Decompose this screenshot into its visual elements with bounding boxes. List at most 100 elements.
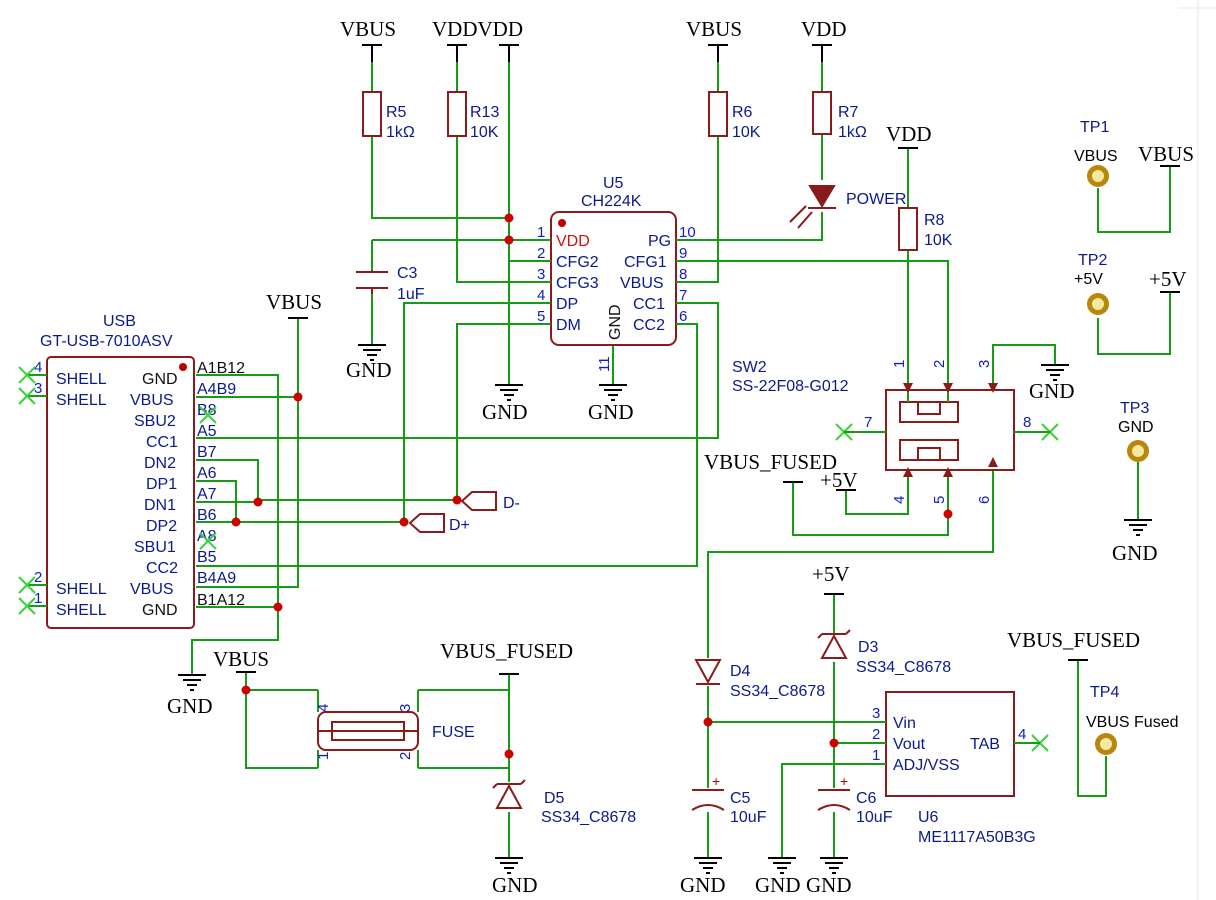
resistor-r7: R7 1kΩ: [812, 91, 867, 141]
svg-text:3: 3: [537, 266, 545, 283]
usb-pin-label: SBU2: [134, 413, 176, 430]
svg-text:VBUS: VBUS: [1074, 148, 1118, 165]
junction-dot: [253, 497, 263, 507]
svg-text:1: 1: [34, 590, 42, 607]
net-label-gnd: GND: [167, 694, 213, 718]
net-flag-dminus: D-: [460, 491, 520, 512]
ic-u6-ldo: Vin Vout ADJ/VSS TAB 3 2 1 4 U6 ME1117A5…: [866, 691, 1040, 846]
svg-text:10K: 10K: [924, 232, 953, 249]
net-label-gnd: GND: [755, 873, 801, 897]
svg-text:FUSE: FUSE: [432, 724, 475, 741]
ground-symbol: GND: [588, 384, 634, 424]
no-connect-mark: [18, 576, 36, 594]
junction-dot: [452, 495, 462, 505]
svg-text:SW2: SW2: [732, 359, 767, 376]
svg-text:DM: DM: [556, 317, 581, 334]
usb-pin-number: A7: [197, 486, 217, 503]
svg-text:U5: U5: [603, 175, 624, 192]
usb-pin-number: A1B12: [197, 360, 245, 377]
svg-text:PG: PG: [648, 233, 671, 250]
svg-text:+: +: [840, 773, 848, 789]
svg-text:1uF: 1uF: [397, 286, 425, 303]
svg-text:1: 1: [315, 752, 332, 760]
net-label-gnd: GND: [588, 400, 634, 424]
svg-text:10uF: 10uF: [730, 809, 767, 826]
net-label-vbus-tp1: VBUS: [1138, 142, 1194, 166]
junction-dot: [504, 235, 514, 245]
svg-text:R5: R5: [386, 104, 407, 121]
usb-pin-label: SHELL: [56, 371, 107, 388]
svg-text:11: 11: [596, 356, 613, 372]
svg-text:GND: GND: [607, 304, 624, 340]
net-label-vdd-r8: VDD: [886, 122, 932, 146]
svg-text:R7: R7: [838, 104, 859, 121]
svg-text:2: 2: [537, 245, 545, 262]
svg-text:4: 4: [34, 359, 42, 376]
diode-d4: D4 SS34_C8678: [694, 659, 825, 700]
svg-text:5: 5: [537, 308, 545, 325]
ground-symbol: GND: [167, 674, 213, 718]
svg-text:DP: DP: [556, 296, 578, 313]
svg-text:TP1: TP1: [1080, 119, 1109, 136]
svg-text:SS-22F08-G012: SS-22F08-G012: [732, 378, 849, 395]
svg-text:1kΩ: 1kΩ: [386, 124, 415, 141]
net-label-vdd-r7: VDD: [801, 17, 847, 41]
svg-text:3: 3: [34, 380, 42, 397]
net-label-gnd: GND: [492, 873, 538, 897]
ground-symbol: GND: [346, 344, 392, 382]
junction-dot: [231, 517, 241, 527]
svg-text:USB: USB: [103, 313, 136, 330]
svg-text:2: 2: [397, 752, 414, 760]
svg-text:ME1117A50B3G: ME1117A50B3G: [918, 829, 1036, 846]
svg-text:1: 1: [891, 360, 908, 368]
ground-symbol: GND: [806, 857, 852, 897]
svg-text:CC1: CC1: [633, 296, 665, 313]
usb-pin-label: CC1: [146, 434, 178, 451]
svg-text:POWER: POWER: [846, 191, 906, 208]
net-label-gnd: GND: [1029, 379, 1075, 403]
svg-text:8: 8: [679, 266, 687, 283]
usb-pin-label: DP1: [146, 476, 177, 493]
usb-pin-label: SBU1: [134, 539, 176, 556]
svg-text:Vin: Vin: [893, 715, 916, 732]
svg-text:U6: U6: [918, 809, 939, 826]
svg-text:3: 3: [872, 705, 880, 722]
diode-d3: D3 SS34_C8678: [817, 629, 951, 676]
net-label-gnd: GND: [346, 358, 392, 382]
fuse: FUSE 4 3 1 2: [315, 690, 475, 768]
wires: [191, 62, 1171, 858]
svg-text:10: 10: [679, 224, 696, 241]
net-label-vbus-r6: VBUS: [686, 17, 742, 41]
usb-pin-label: DN2: [144, 455, 176, 472]
svg-text:D-: D-: [503, 495, 520, 512]
diode-d5: D5 SS34_C8678: [492, 779, 636, 826]
resistor-r13: R13 10K: [447, 91, 499, 141]
usb-pin-label: SHELL: [56, 602, 107, 619]
junction-dot: [504, 749, 514, 759]
svg-text:CC2: CC2: [633, 317, 665, 334]
svg-text:R8: R8: [924, 212, 945, 229]
usb-pin-number: A8: [197, 528, 217, 545]
ground-symbol: GND: [1112, 519, 1158, 565]
usb-pin-number: B5: [197, 549, 217, 566]
svg-text:4: 4: [891, 496, 908, 504]
sheet-grid: [1178, 0, 1216, 900]
net-label-gnd: GND: [1112, 541, 1158, 565]
capacitor-c5: + C5 10uF: [691, 773, 767, 826]
svg-text:5: 5: [931, 496, 948, 504]
svg-text:CFG2: CFG2: [556, 254, 599, 271]
svg-text:+5V: +5V: [1074, 271, 1103, 288]
svg-text:GND: GND: [142, 371, 178, 388]
svg-text:7: 7: [864, 414, 872, 431]
testpoint-tp4: TP4 VBUS Fused: [1086, 684, 1178, 755]
net-label-vbus-fused-fuse: VBUS_FUSED: [440, 639, 573, 663]
testpoint-tp2: TP2 +5V: [1074, 252, 1109, 315]
junctions: [231, 213, 953, 759]
svg-text:C6: C6: [856, 790, 877, 807]
net-label-vbus-fuse: VBUS: [213, 647, 269, 671]
svg-text:GND: GND: [142, 602, 178, 619]
ground-symbol: GND: [492, 857, 538, 897]
usb-pin-label: CC2: [146, 560, 178, 577]
net-label-5v-d3: +5V: [812, 562, 850, 586]
net-label-5v-tp2: +5V: [1149, 267, 1187, 291]
